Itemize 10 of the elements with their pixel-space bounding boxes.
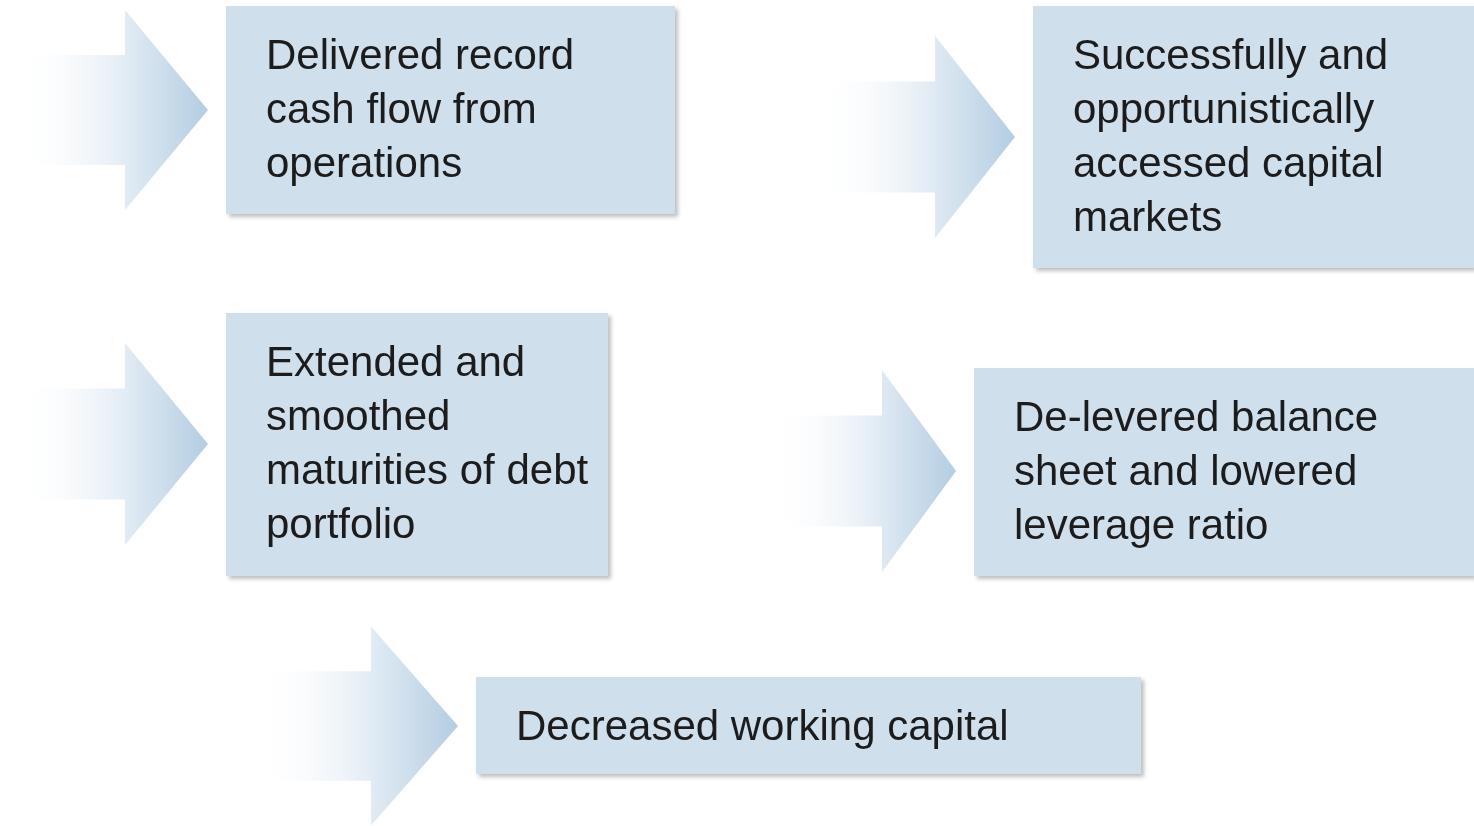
box-text: Successfully and opportunistically accessed capital markets (1073, 30, 1390, 242)
box-text: De-levered balance sheet and lowered leverage ratio (1014, 392, 1380, 550)
text-box (974, 368, 1474, 576)
text-box (476, 677, 1141, 774)
text-box (1033, 6, 1474, 268)
box-text: Decreased working capital (516, 700, 1010, 751)
box-text: Extended and smoothed maturities of debt portfolio (266, 337, 590, 549)
text-box (226, 6, 675, 214)
box-text: Delivered record cash flow from operations (266, 30, 576, 188)
text-box (226, 313, 608, 576)
